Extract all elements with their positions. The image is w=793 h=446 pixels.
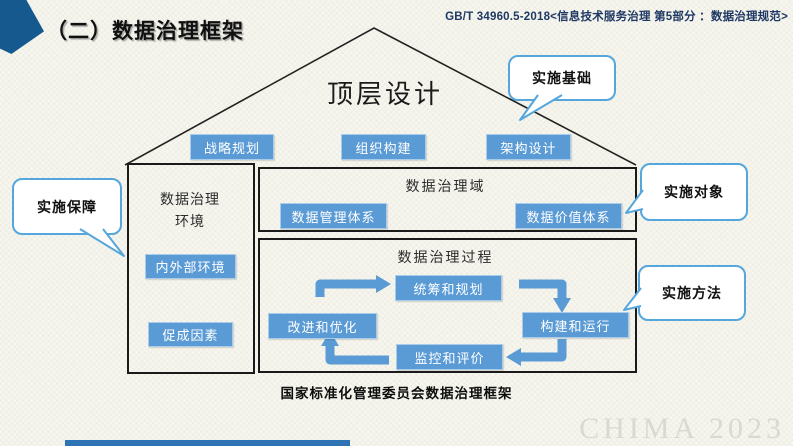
callout-implementation-basis: 实施基础 [508,55,616,101]
top-box-architecture-design: 架构设计 [486,134,571,160]
standard-reference: GB/T 34960.5-2018<信息技术服务治理 第5部分 ：数据治理规范> [445,11,788,23]
watermark: CHIMA 2023 [579,412,785,445]
environment-title: 数据治理环境 [127,188,253,233]
callout-implementation-object: 实施对象 [640,163,748,221]
corner-flag [0,0,44,54]
page-title: （二）数据治理框架 [46,20,244,43]
process-step-plan: 统筹和规划 [395,275,502,301]
top-box-organization-building: 组织构建 [341,134,426,160]
environment-box [127,163,255,374]
bottom-accent-bar [65,440,350,446]
process-step-monitor-evaluate: 监控和评价 [396,344,503,370]
domain-item-data-value-system: 数据价值体系 [515,203,622,229]
domain-item-data-management-system: 数据管理体系 [280,203,387,229]
process-step-build-run: 构建和运行 [522,312,629,338]
environment-item-enabling-factors: 促成因素 [148,322,233,347]
process-step-improve-optimize: 改进和优化 [268,313,377,339]
roof-label: 顶层设计 [326,79,443,109]
environment-title-text: 数据治理环境 [160,191,220,230]
top-box-strategic-planning: 战略规划 [190,134,274,160]
process-title: 数据治理过程 [397,249,494,265]
callout-implementation-safeguard: 实施保障 [12,178,122,235]
environment-item-internal-external: 内外部环境 [145,254,236,279]
domain-title: 数据治理域 [405,178,486,194]
caption: 国家标准化管理委员会数据治理框架 [280,386,513,401]
callout-implementation-method: 实施方法 [638,265,746,321]
